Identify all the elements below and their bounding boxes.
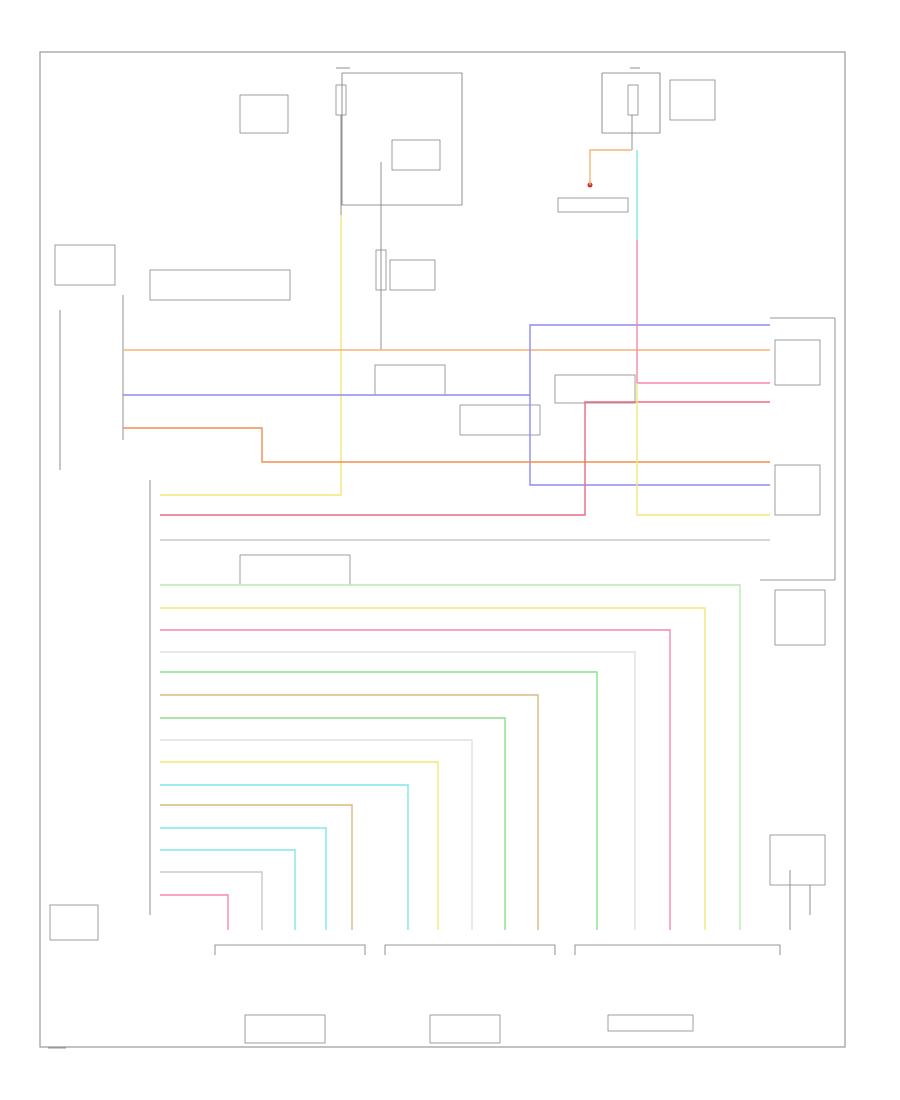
wire-red-upper bbox=[160, 401, 770, 516]
wire-blue-main bbox=[123, 324, 770, 396]
harness-wires-bottom bbox=[160, 584, 741, 930]
wire-yellow-right bbox=[636, 383, 770, 516]
wire-pink-vertical bbox=[636, 240, 770, 384]
wire-yellow-main bbox=[160, 215, 342, 496]
fuse-box-center bbox=[239, 67, 463, 350]
left-connector-block bbox=[49, 244, 291, 941]
wire-deep-orange bbox=[123, 427, 770, 463]
wire-harness bbox=[123, 149, 770, 541]
wire-orange-short bbox=[589, 149, 632, 185]
wire-blue-return bbox=[529, 395, 770, 486]
annotation-boxes bbox=[239, 364, 636, 586]
diagram-frame bbox=[39, 51, 846, 1048]
right-switch-column bbox=[760, 317, 836, 646]
bottom-connectors bbox=[214, 834, 826, 1044]
